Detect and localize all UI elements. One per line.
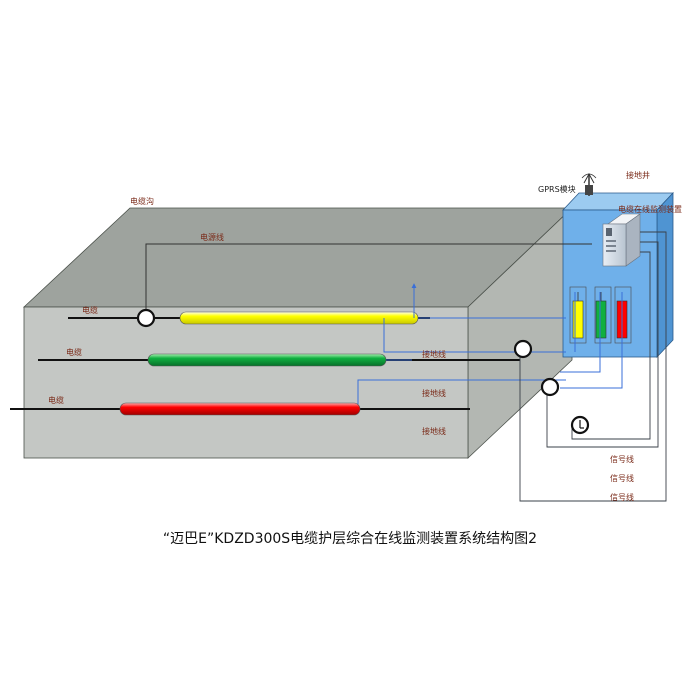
label-cable-1: 电缆 — [82, 305, 98, 315]
diagram-labels: 电缆沟 电源线 电缆 电缆 电缆 接地线 接地线 接地线 GPRS模块 接地井 … — [48, 170, 682, 502]
label-grounding-line-2: 接地线 — [422, 388, 446, 398]
label-signal-line-2: 信号线 — [610, 473, 634, 483]
diagram-caption: “迈巴E”KDZD300S电缆护层综合在线监测装置系统结构图2 — [162, 531, 538, 547]
label-signal-line-3: 信号线 — [610, 492, 634, 502]
label-monitor-device: 电缆在线监测装置 — [618, 204, 682, 214]
cable-red — [119, 402, 361, 416]
label-power-line: 电源线 — [200, 232, 224, 242]
ct-rings — [136, 308, 590, 435]
power-line — [145, 243, 592, 311]
label-cable-2: 电缆 — [66, 347, 82, 357]
ct-ring-icon — [136, 308, 156, 328]
signal-lines — [519, 231, 667, 502]
label-grounding-line-3: 接地线 — [422, 426, 446, 436]
ct-ring-icon — [540, 377, 560, 397]
cable-yellow — [179, 311, 419, 325]
well-box-side — [656, 191, 674, 359]
label-grounding-well: 接地井 — [626, 170, 650, 180]
label-grounding-line-1: 接地线 — [422, 349, 446, 359]
label-gprs-module: GPRS模块 — [538, 184, 576, 194]
grounding-wires — [357, 283, 623, 404]
label-cable-3: 电缆 — [48, 395, 64, 405]
cable-trench — [22, 207, 574, 459]
monitor-device-cabinet — [602, 213, 641, 267]
gprs-antenna-icon — [581, 172, 597, 196]
ct-ring-icon — [513, 339, 533, 359]
label-signal-line-1: 信号线 — [610, 454, 634, 464]
trench-front-face — [23, 306, 469, 459]
cable-green — [147, 353, 387, 367]
label-cable-trench: 电缆沟 — [130, 196, 154, 206]
